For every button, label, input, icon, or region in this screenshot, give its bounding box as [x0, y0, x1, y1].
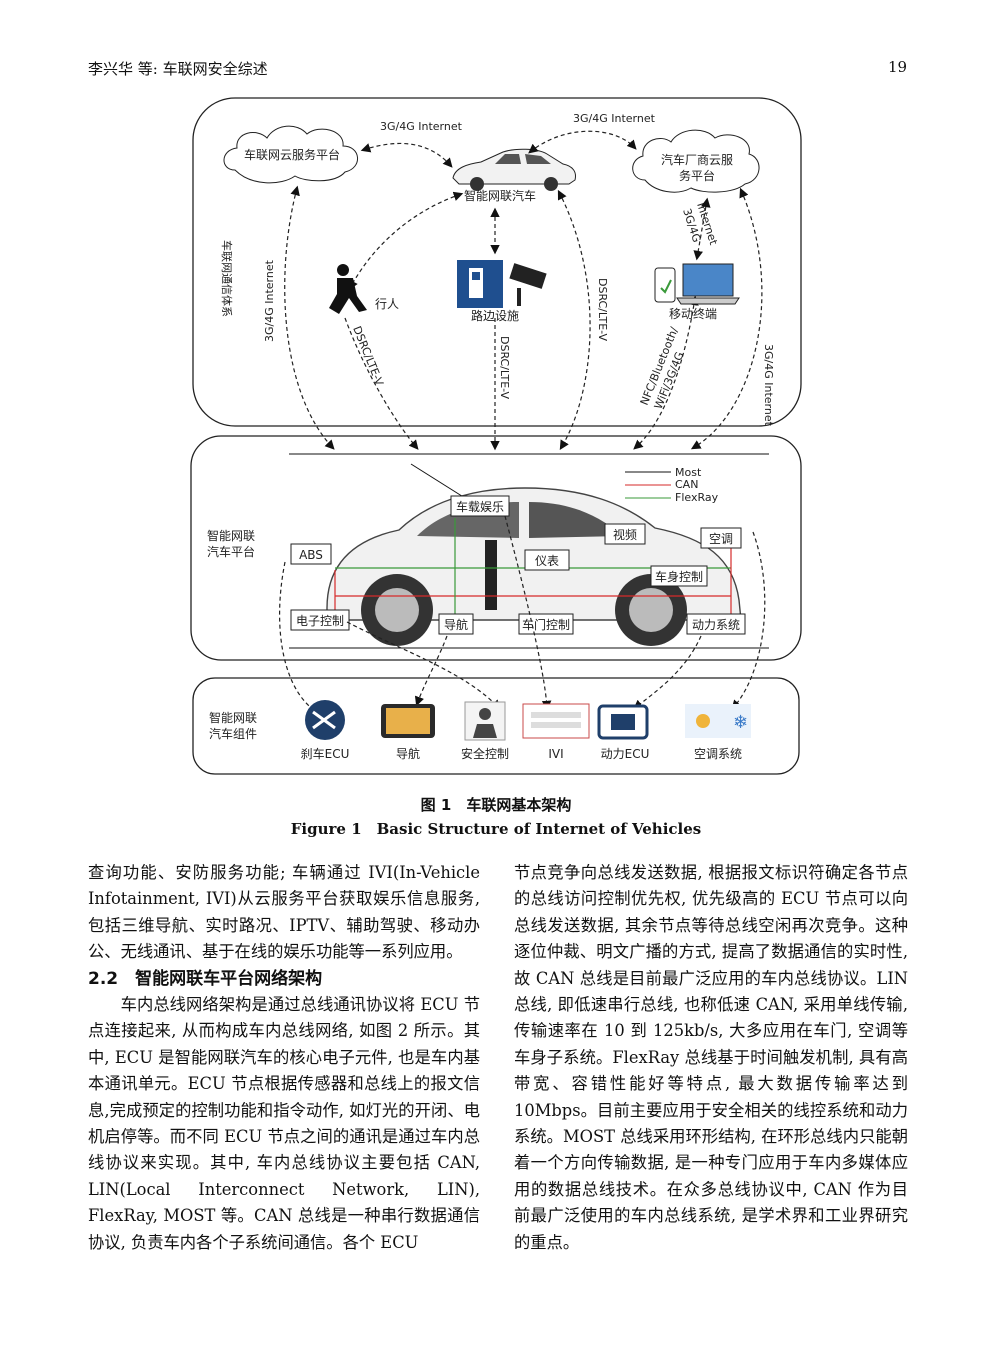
pedestrian-label: 行人 [375, 297, 399, 311]
component-label-1: 智能网联 [209, 710, 257, 725]
legend-most: Most [675, 466, 702, 479]
cloud-left-label: 车联网云服务平台 [244, 147, 340, 162]
box-dashboard: 仪表 [535, 554, 559, 568]
mobile-label: 移动终端 [669, 306, 717, 321]
ecosystem-label: 车联网通信体系 [220, 240, 234, 317]
component-panel [192, 677, 800, 775]
platform-label-1: 智能网联 [207, 528, 255, 543]
platform-panel [190, 435, 802, 661]
internet-top-left: 3G/4G Internet [380, 120, 463, 133]
pedestrian-icon [329, 264, 367, 314]
mobile-phone-icon [654, 267, 676, 303]
box-abs: ABS [299, 548, 323, 562]
component-ivi: IVI [548, 747, 563, 761]
internet-top-right: 3G/4G Internet [573, 112, 656, 125]
component-label-2: 汽车组件 [209, 726, 257, 741]
box-electronic-control: 电子控制 [296, 614, 344, 628]
left-column: 查询功能、安防服务功能; 车辆通过 IVI(In-Vehicle Infotai… [88, 860, 480, 1256]
component-brake-ecu: 刹车ECU [301, 746, 350, 761]
page-number: 19 [888, 58, 908, 76]
architecture-figure: 车联网云服务平台 汽车厂商云服 务平台 智能网联汽车 3G/4G Interne… [190, 97, 802, 775]
gas-station-icon [457, 260, 503, 308]
car-top-label: 智能网联汽车 [464, 188, 536, 203]
figure-caption-en: Figure 1 Basic Structure of Internet of … [290, 820, 702, 838]
powertrain-ecu-icon [597, 704, 649, 740]
box-video: 视频 [613, 527, 637, 542]
box-body-control: 车身控制 [655, 569, 703, 584]
component-safety-control: 安全控制 [461, 746, 509, 761]
cloud-manufacturer-platform: 汽车厂商云服 务平台 [632, 129, 760, 193]
component-ac-system: 空调系统 [694, 747, 742, 761]
top-car-icon [452, 148, 576, 191]
platform-label-2: 汽车平台 [207, 544, 255, 559]
navigation-icon [381, 704, 435, 738]
box-navigation: 导航 [444, 617, 468, 632]
dsrc-label-3: DSRC/LTE-V [596, 278, 609, 342]
box-infotainment: 车载娱乐 [456, 499, 504, 514]
box-door-control: 车门控制 [522, 617, 570, 632]
cloud-service-platform: 车联网云服务平台 [223, 125, 358, 184]
component-powertrain-ecu: 动力ECU [601, 747, 650, 761]
legend-flexray: FlexRay [675, 491, 719, 504]
ac-system-icon: ❄ [685, 704, 751, 738]
right-paragraph: 节点竞争向总线发送数据, 根据报文标识符确定各节点的总线访问控制优先权, 优先级… [514, 863, 908, 1252]
brake-ecu-icon [305, 700, 345, 740]
section-heading: 2.2 智能网联车平台网络架构 [88, 968, 323, 989]
ecosystem-panel [192, 97, 802, 427]
right-column: 节点竞争向总线发送数据, 根据报文标识符确定各节点的总线访问控制优先权, 优先级… [514, 860, 908, 1256]
safety-control-icon [464, 701, 506, 741]
laptop-icon [676, 263, 740, 305]
svg-text:❄: ❄ [733, 712, 748, 733]
cloud-right-label-1: 汽车厂商云服 [661, 152, 733, 167]
side-internet-left: 3G/4G Internet [263, 259, 276, 342]
vehicle-diagram [326, 463, 742, 646]
cloud-right-label-2: 务平台 [679, 168, 715, 183]
figure-caption-cn: 图 1 车联网基本架构 [420, 796, 572, 814]
box-ac: 空调 [709, 532, 733, 546]
roadside-label: 路边设施 [471, 308, 519, 323]
component-navigation: 导航 [396, 746, 420, 761]
ivi-icon [522, 703, 590, 739]
side-internet-right: 3G/4G Internet [762, 344, 775, 427]
running-header: 李兴华 等: 车联网安全综述 [88, 60, 268, 78]
legend-can: CAN [675, 478, 698, 491]
left-paragraph-1: 查询功能、安防服务功能; 车辆通过 IVI(In-Vehicle Infotai… [88, 863, 480, 962]
dsrc-label-1: DSRC/LTE-V [350, 324, 386, 388]
camera-icon [509, 263, 547, 306]
dsrc-label-2: DSRC/LTE-V [498, 336, 511, 400]
box-powertrain: 动力系统 [692, 618, 740, 632]
left-paragraph-2: 车内总线网络架构是通过总线通讯协议将 ECU 节点连接起来, 从而构成车内总线网… [88, 995, 480, 1252]
